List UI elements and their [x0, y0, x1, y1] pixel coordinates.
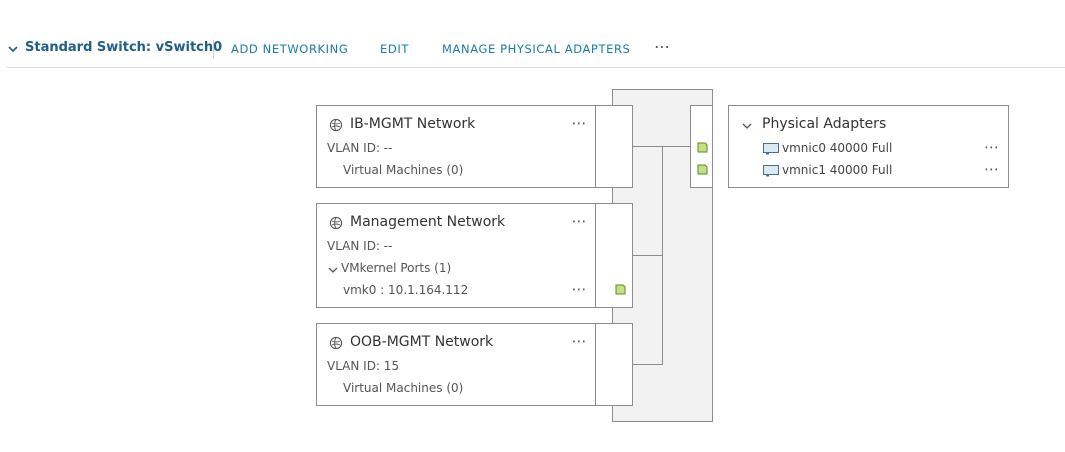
connector-line [633, 364, 663, 365]
ellipsis-icon[interactable]: ⋯ [571, 212, 587, 230]
switch-title[interactable]: Standard Switch: vSwitch0 [25, 40, 223, 55]
vlan-id: VLAN ID: 15 [327, 359, 400, 373]
manage-physical-adapters-link[interactable]: MANAGE PHYSICAL ADAPTERS [442, 42, 631, 56]
port-group-name: Management Network [350, 214, 506, 230]
chevron-down-icon[interactable] [6, 42, 20, 56]
nic-icon [763, 143, 779, 155]
port-group-oob-mgmt[interactable]: OOB-MGMT Network ⋯ VLAN ID: 15 Virtual M… [316, 323, 596, 406]
port-group-stub [596, 323, 633, 406]
toolbar-divider-line [6, 67, 1065, 68]
port-group-name: OOB-MGMT Network [350, 334, 494, 350]
switch-toolbar: Standard Switch: vSwitch0 ADD NETWORKING… [0, 0, 1065, 68]
edit-link[interactable]: EDIT [380, 42, 409, 56]
vmkernel-port-icon [615, 284, 626, 295]
nic-icon [763, 165, 779, 177]
port-group-globe-icon [329, 336, 343, 350]
ellipsis-icon[interactable]: ⋯ [984, 160, 999, 178]
ellipsis-icon[interactable]: ⋯ [571, 280, 587, 298]
vmkernel-ports-toggle[interactable]: VMkernel Ports (1) [341, 261, 452, 275]
ellipsis-icon[interactable]: ⋯ [984, 138, 999, 156]
connector-line [633, 146, 690, 147]
port-group-stub [596, 105, 633, 188]
vlan-id: VLAN ID: -- [327, 141, 393, 155]
add-networking-link[interactable]: ADD NETWORKING [231, 42, 349, 56]
physical-adapter-row[interactable]: vmnic1 40000 Full ⋯ [763, 160, 1007, 180]
port-group-name: IB-MGMT Network [350, 116, 476, 132]
port-group-management[interactable]: Management Network ⋯ VLAN ID: -- VMkerne… [316, 203, 596, 308]
physical-adapters-title: Physical Adapters [762, 116, 887, 132]
port-group-ib-mgmt[interactable]: IB-MGMT Network ⋯ VLAN ID: -- Virtual Ma… [316, 105, 596, 188]
connector-line [633, 255, 663, 256]
vlan-id: VLAN ID: -- [327, 239, 393, 253]
ellipsis-icon[interactable]: ⋯ [571, 114, 587, 132]
physical-adapter-row[interactable]: vmnic0 40000 Full ⋯ [763, 138, 1007, 158]
physical-adapter-label: vmnic0 40000 Full [782, 141, 893, 155]
virtual-machines-count: Virtual Machines (0) [343, 381, 464, 395]
port-group-globe-icon [329, 118, 343, 132]
vmkernel-port-address: vmk0 : 10.1.164.112 [343, 283, 469, 297]
chevron-down-icon[interactable] [327, 264, 339, 276]
chevron-down-icon[interactable] [741, 120, 753, 132]
toolbar-divider [213, 40, 214, 58]
port-group-globe-icon [329, 216, 343, 230]
port-group-stub [596, 203, 633, 308]
physical-adapters-panel: Physical Adapters vmnic0 40000 Full ⋯ vm… [728, 105, 1009, 188]
virtual-machines-count: Virtual Machines (0) [343, 163, 464, 177]
ellipsis-icon[interactable]: ⋯ [571, 332, 587, 350]
toolbar-more-icon[interactable]: ⋯ [654, 37, 670, 56]
physical-adapter-label: vmnic1 40000 Full [782, 163, 893, 177]
uplink-port-icon [697, 142, 708, 153]
uplink-port-icon [697, 164, 708, 175]
